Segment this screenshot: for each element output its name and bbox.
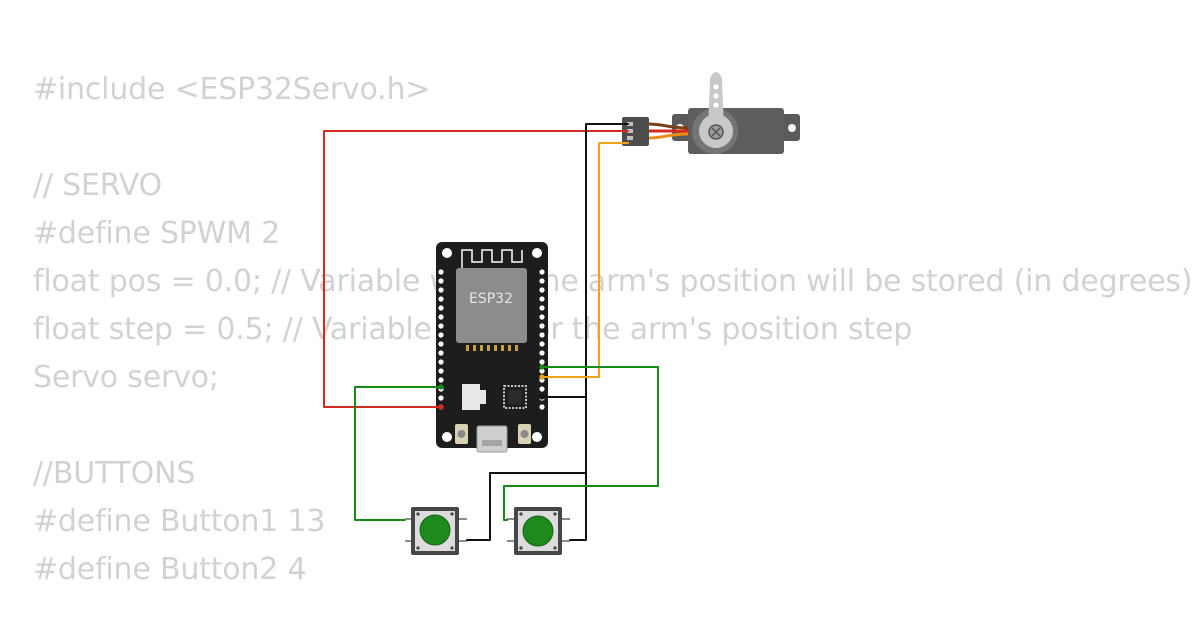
servo-screw-slot [711,127,721,137]
right-pin-header [539,269,545,410]
push-button-2[interactable] [507,507,570,555]
button-corner-dot [416,512,420,516]
servo-horn-hole [713,102,719,108]
code-line: //BUTTONS [33,456,196,491]
button-corner-dot [553,546,557,550]
wire-black-button1-ground[interactable] [466,472,587,541]
mount-hole [532,432,542,442]
esp32-chip-module [456,268,527,343]
boot-button-cap [457,430,466,438]
wire-black-button2-ground[interactable] [569,396,587,541]
usb-port-slot [482,440,502,446]
servo-horn-hole [713,84,719,90]
code-line: #define SPWM 2 [33,216,281,251]
chip-label: ESP32 [469,291,513,307]
wire-green-button2[interactable] [503,366,659,521]
servo-horn-hole [713,93,719,99]
button-corner-dot [553,512,557,516]
wire-green-button1[interactable] [354,386,442,521]
mount-hole [442,248,452,258]
code-line: #define Button1 13 [33,504,326,539]
code-line: #define Button2 4 [33,552,307,587]
button-corner-dot [450,512,454,516]
reset-button-cap [520,430,529,438]
voltage-regulator [462,384,480,410]
left-pin-header [438,269,444,410]
servo-mount-hole [788,124,796,132]
chip-pads [466,345,518,351]
wire-orange-servo-signal[interactable] [541,142,629,378]
button-2-cap[interactable] [522,515,554,547]
mount-hole [442,432,452,442]
servo-lead-brown [647,122,689,130]
code-line: #include <ESP32Servo.h> [33,72,431,107]
button-corner-dot [519,512,523,516]
regulator-tab [480,390,486,404]
esp32-board[interactable]: ESP32 [436,242,548,453]
servo-lead-orange [647,132,689,140]
code-line: Servo servo; [33,360,219,395]
push-button-1[interactable] [405,507,467,555]
pcb-antenna [461,249,523,268]
button-corner-dot [519,546,523,550]
wire-red-power[interactable] [323,130,629,408]
usb-serial-chip-core [508,390,522,404]
button-corner-dot [450,546,454,550]
wire-black-servo-ground[interactable] [541,123,629,398]
pin-highlights [438,364,545,410]
code-line: // SERVO [33,168,162,203]
servo-motor[interactable] [622,72,800,154]
wires [323,123,659,541]
usb-connector [476,425,508,453]
button-1-cap[interactable] [419,514,451,546]
mount-hole [532,248,542,258]
button-corner-dot [416,546,420,550]
